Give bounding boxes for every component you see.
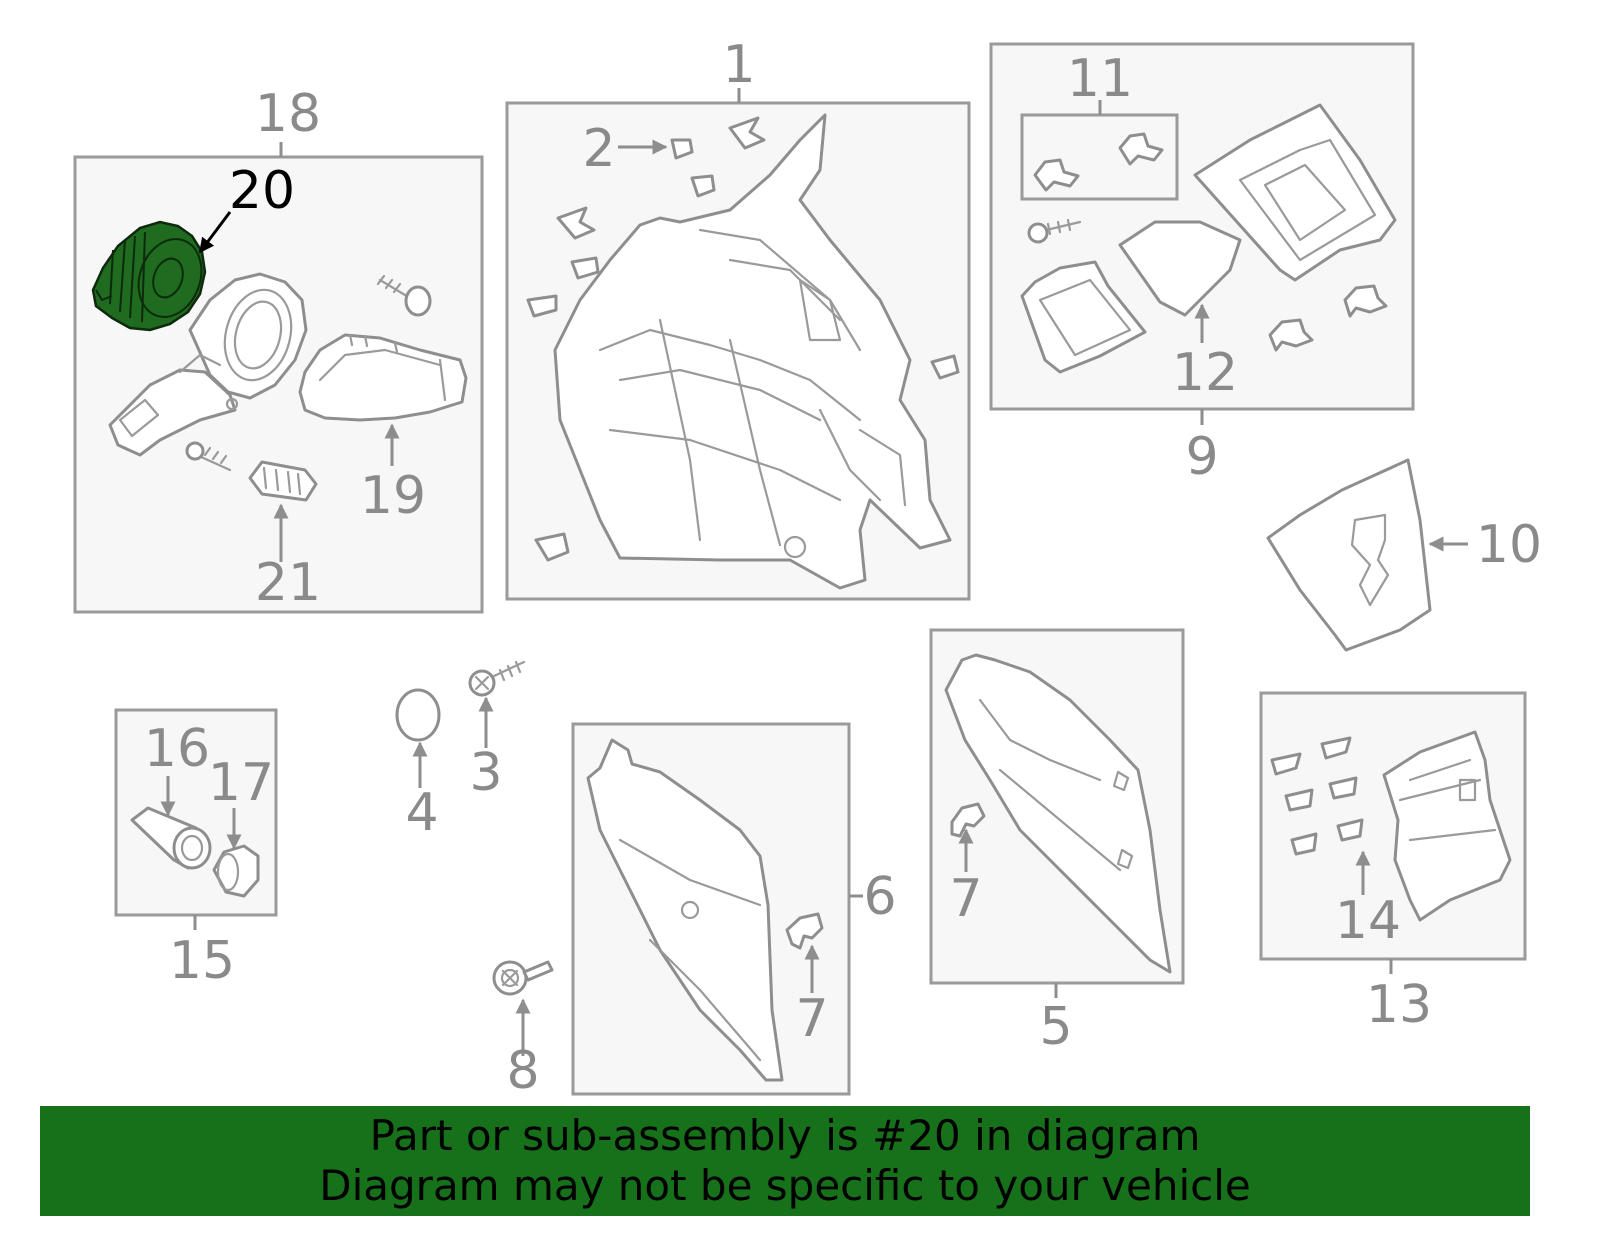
- console-shift-bezel: [1193, 103, 1397, 282]
- callouts: 1 2 3 4 5 6 7 7 8 9 10 11 12 13 14 15 16…: [144, 35, 1542, 1101]
- clip-icons-group-9: [1268, 284, 1388, 352]
- callout-7-group-6: 7: [795, 989, 828, 1049]
- part-7-clip-group-6: [785, 912, 824, 950]
- part-13-bracket: [1382, 730, 1512, 922]
- leader-20: [198, 211, 232, 254]
- part-16-socket: [130, 806, 212, 870]
- callout-8: 8: [506, 1041, 539, 1101]
- callout-11: 11: [1067, 49, 1133, 109]
- bolt-icon: [185, 441, 232, 472]
- callout-6: 6: [863, 867, 896, 927]
- part-8-pushpin: [492, 960, 554, 996]
- clip-icons-group-11: [1033, 132, 1164, 192]
- callout-19: 19: [360, 466, 426, 526]
- callout-14: 14: [1335, 891, 1401, 951]
- callout-1: 1: [722, 35, 755, 95]
- callout-13: 13: [1366, 975, 1432, 1035]
- leader-lines: [160, 139, 1468, 1056]
- part-19-duct: [298, 333, 468, 422]
- part-6-trim: [586, 738, 784, 1082]
- part-17-cap: [212, 844, 260, 898]
- callout-16: 16: [144, 719, 210, 779]
- callout-15: 15: [169, 931, 235, 991]
- callout-12: 12: [1172, 343, 1238, 403]
- clip-icons-group-1: [526, 116, 960, 562]
- bolt-icon-group-9: [1027, 218, 1082, 244]
- part-21-connector: [248, 460, 318, 502]
- part-7-clip-group-5: [950, 802, 986, 838]
- banner-line-2: Diagram may not be specific to your vehi…: [319, 1161, 1251, 1210]
- callout-9: 9: [1185, 427, 1218, 487]
- callout-20: 20: [229, 161, 295, 221]
- callout-5: 5: [1039, 997, 1072, 1057]
- callout-10: 10: [1476, 515, 1542, 575]
- part-3-screw: [468, 660, 526, 697]
- callout-17: 17: [208, 753, 274, 813]
- callout-21: 21: [255, 553, 321, 613]
- part-5-trim: [944, 653, 1172, 974]
- callout-18: 18: [255, 84, 321, 144]
- screw-icon: [376, 274, 432, 317]
- callout-3: 3: [469, 743, 502, 803]
- callout-2: 2: [582, 119, 615, 179]
- info-banner: Part or sub-assembly is #20 in diagram D…: [40, 1106, 1530, 1216]
- part-4-ring: [395, 688, 441, 742]
- callout-7-group-5: 7: [949, 869, 982, 929]
- part-1-trim-panel: [553, 113, 952, 590]
- part-12-panel: [1020, 220, 1242, 374]
- part-20-blower-motor[interactable]: [91, 220, 212, 332]
- banner-line-1: Part or sub-assembly is #20 in diagram: [369, 1111, 1201, 1160]
- blower-housing: [108, 272, 308, 457]
- part-14-clips: [1270, 736, 1364, 856]
- callout-4: 4: [405, 783, 438, 843]
- part-10-trim-bezel: [1266, 458, 1432, 652]
